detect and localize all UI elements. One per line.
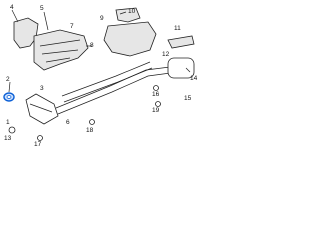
nut-13 — [8, 126, 16, 134]
rear-heat-shield — [103, 21, 157, 57]
nut-18 — [89, 119, 95, 125]
down-pipe-line — [29, 103, 53, 113]
callout-6: 6 — [66, 119, 70, 126]
callout-13: 13 — [4, 135, 12, 142]
callout-18: 18 — [86, 127, 94, 134]
top-bracket — [115, 7, 141, 23]
right-shield-plate — [167, 35, 195, 49]
callout-17: 17 — [34, 141, 42, 147]
center-heat-shield — [33, 29, 89, 71]
down-pipe — [25, 93, 59, 125]
callout-12: 12 — [162, 51, 170, 58]
gasket-hole — [6, 95, 12, 99]
callout-10: 10 — [128, 8, 136, 15]
exhaust-pipe-lower — [57, 71, 179, 115]
callout-14: 14 — [190, 75, 198, 82]
callout-19: 19 — [152, 107, 160, 114]
callout-16: 16 — [152, 91, 160, 98]
nut-16 — [153, 85, 159, 91]
callout-4: 4 — [10, 4, 14, 11]
exhaust-parts-diagram: 4 5 8 2 10 11 12 14 1 13 3 6 18 19 16 17… — [0, 0, 200, 147]
callout-3: 3 — [40, 85, 44, 92]
callout-8: 8 — [90, 42, 94, 49]
front-heat-shield — [13, 17, 39, 49]
leader-lines — [8, 9, 191, 93]
callout-9: 9 — [100, 15, 104, 22]
exhaust-pipe-upper-2 — [61, 61, 151, 97]
shield-ribs — [39, 39, 81, 63]
callout-7: 7 — [70, 23, 74, 30]
callout-2: 2 — [6, 76, 10, 83]
callout-11: 11 — [174, 25, 181, 32]
callout-1: 1 — [6, 119, 10, 126]
callout-15: 15 — [184, 95, 192, 102]
rear-muffler — [167, 57, 195, 79]
callout-5: 5 — [40, 5, 44, 12]
nut-17 — [37, 135, 43, 141]
exhaust-pipe-lower-2 — [63, 67, 153, 103]
diagram-canvas: 4 5 8 2 10 11 12 14 1 13 3 6 18 19 16 17… — [3, 4, 198, 147]
nut-19 — [155, 101, 161, 107]
